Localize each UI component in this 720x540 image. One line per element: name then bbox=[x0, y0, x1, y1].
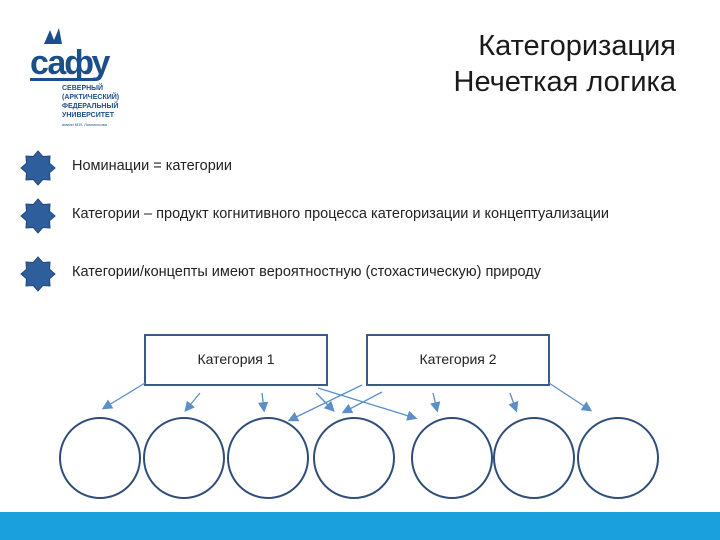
bullet-text: Номинации = категории bbox=[72, 158, 232, 174]
slide-title: Категоризация Нечеткая логика bbox=[454, 28, 676, 100]
logo-line-2: (АРКТИЧЕСКИЙ) bbox=[62, 92, 119, 101]
slide-title-line-1: Категоризация bbox=[478, 30, 676, 62]
star-bullet-icon bbox=[20, 198, 56, 234]
arrow bbox=[101, 382, 146, 410]
footer-accent-bar bbox=[0, 512, 720, 540]
logo-mark-icon bbox=[44, 28, 62, 44]
star-bullet-icon bbox=[20, 150, 56, 186]
slide-title-line-2: Нечеткая логика bbox=[453, 66, 676, 98]
arrow bbox=[508, 392, 519, 413]
member-circle bbox=[227, 417, 309, 499]
bullet-text: Категории – продукт когнитивного процесс… bbox=[72, 206, 609, 222]
arrow bbox=[315, 392, 335, 412]
arrow bbox=[430, 392, 441, 413]
logo-wordmark: сафу bbox=[30, 44, 111, 82]
arrow bbox=[548, 382, 593, 412]
logo-line-1: СЕВЕРНЫЙ bbox=[62, 83, 103, 92]
member-circle bbox=[577, 417, 659, 499]
arrow bbox=[317, 387, 418, 421]
member-circle bbox=[493, 417, 575, 499]
member-circle bbox=[59, 417, 141, 499]
category-label: Категория 1 bbox=[197, 351, 274, 367]
bullet-text: Категории/концепты имеют вероятностную (… bbox=[72, 264, 541, 280]
logo-line-3: ФЕДЕРАЛЬНЫЙ bbox=[62, 101, 118, 110]
logo-line-5: имени М.В. Ломоносова bbox=[62, 122, 108, 127]
member-circle bbox=[411, 417, 493, 499]
logo-line-4: УНИВЕРСИТЕТ bbox=[62, 112, 115, 119]
arrow bbox=[184, 392, 201, 413]
star-bullet-icon bbox=[20, 256, 56, 292]
member-circle bbox=[143, 417, 225, 499]
category-box-2: Категория 2 bbox=[366, 334, 550, 386]
university-logo: сафу СЕВЕРНЫЙ (АРКТИЧЕСКИЙ) ФЕДЕРАЛЬНЫЙ … bbox=[30, 28, 119, 127]
category-label: Категория 2 bbox=[419, 351, 496, 367]
member-circle bbox=[313, 417, 395, 499]
arrow bbox=[257, 392, 269, 413]
category-box-1: Категория 1 bbox=[144, 334, 328, 386]
arrow bbox=[341, 391, 383, 414]
